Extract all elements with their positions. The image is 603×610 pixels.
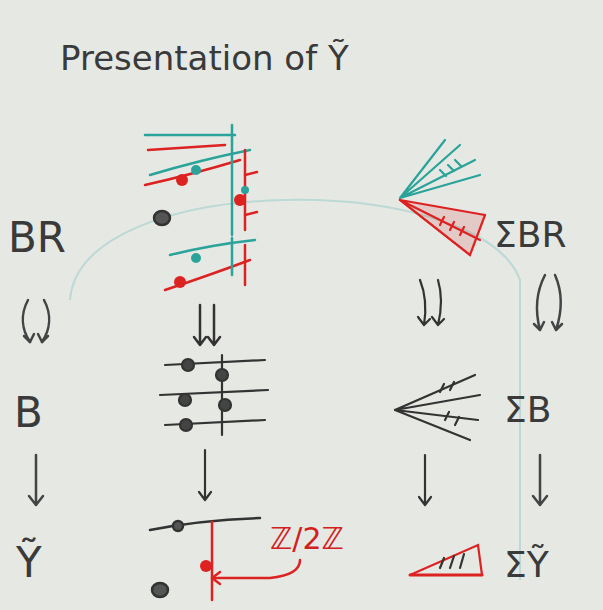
space-label: ΣBR <box>494 215 566 255</box>
space-label: ΣB <box>504 390 551 430</box>
group-label: ℤ/2ℤ <box>270 522 344 555</box>
faint-arc <box>70 200 520 580</box>
b-sketch <box>160 355 268 500</box>
sigma-sketch <box>395 140 485 575</box>
board-title: Presentation of Ỹ <box>60 40 349 77</box>
space-label: ΣỸ <box>504 545 549 585</box>
space-label: BR <box>8 215 66 261</box>
br-sketch <box>145 125 257 345</box>
space-label: B <box>14 390 43 436</box>
space-label: Ỹ <box>16 540 42 586</box>
